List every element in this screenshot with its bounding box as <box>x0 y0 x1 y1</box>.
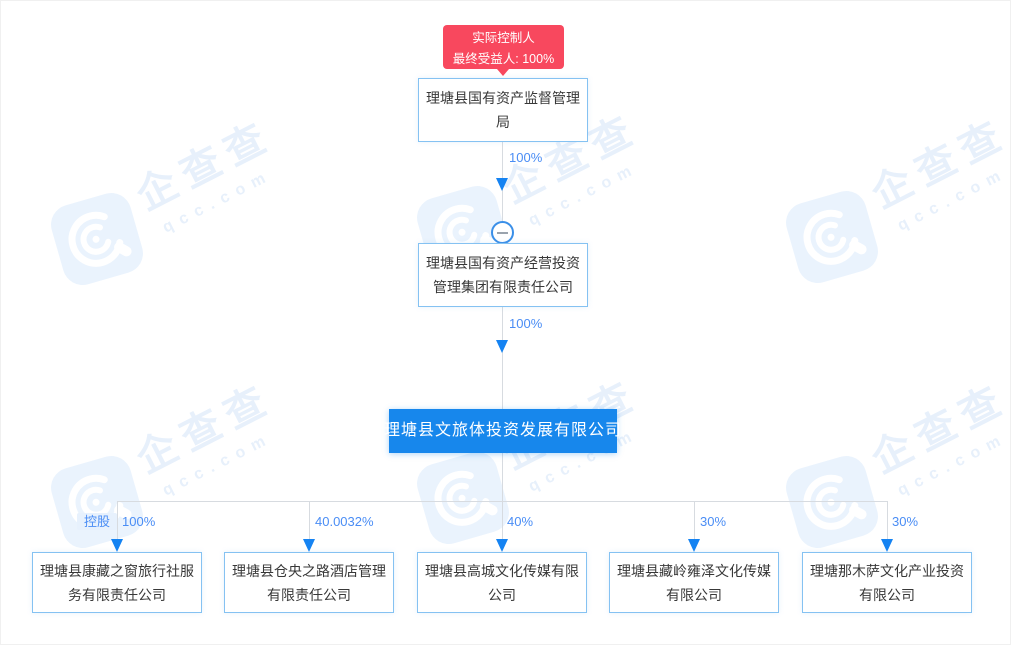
connector-line <box>887 501 888 539</box>
focus-company-name: 理塘县文旅体投资发展有限公司 <box>384 422 623 439</box>
arrow-down-icon <box>881 539 893 552</box>
node-subsidiary-1[interactable]: 理塘县康藏之窗旅行社服务有限责任公司 <box>32 552 202 613</box>
node-focus-company[interactable]: 理塘县文旅体投资发展有限公司 <box>384 409 621 453</box>
qcc-watermark: 企查查 qcc.com <box>46 369 318 559</box>
arrow-down-icon <box>496 340 508 353</box>
watermark-brand: 企查查 <box>864 375 1011 482</box>
connector-line <box>117 501 118 539</box>
arrow-down-icon <box>111 539 123 552</box>
watermark-domain: qcc.com <box>525 159 642 230</box>
node-root-company[interactable]: 理塘县国有资产监督管理局 <box>418 78 588 142</box>
arrow-down-icon <box>688 539 700 552</box>
node-subsidiary-4[interactable]: 理塘县藏岭雍泽文化传媒有限公司 <box>609 552 779 613</box>
connector-line <box>502 453 503 501</box>
subsidiary-name: 理塘县藏岭雍泽文化传媒有限公司 <box>617 562 771 603</box>
subsidiary-name: 理塘那木萨文化产业投资有限公司 <box>810 562 964 603</box>
connector-line <box>694 501 695 539</box>
root-company-name: 理塘县国有资产监督管理局 <box>426 90 580 130</box>
qcc-watermark: 企查查 qcc.com <box>412 365 684 555</box>
ownership-percent-label: 100% <box>509 150 543 165</box>
ownership-percent-label: 40.0032% <box>315 514 374 529</box>
controller-badge-line2: 最终受益人: 100% <box>452 52 555 66</box>
controller-badge-line1: 实际控制人 <box>472 31 535 45</box>
node-intermediate-company[interactable]: 理塘县国有资产经营投资管理集团有限责任公司 <box>418 243 588 307</box>
qcc-logo-icon <box>46 188 148 290</box>
arrow-down-icon <box>496 539 508 552</box>
node-subsidiary-2[interactable]: 理塘县仓央之路酒店管理有限责任公司 <box>224 552 394 613</box>
node-subsidiary-3[interactable]: 理塘县高城文化传媒有限公司 <box>417 552 587 613</box>
ownership-percent-label: 30% <box>892 514 919 529</box>
subsidiary-name: 理塘县高城文化传媒有限公司 <box>425 562 579 603</box>
qcc-logo-icon <box>46 451 148 553</box>
arrow-down-icon <box>496 178 508 191</box>
watermark-domain: qcc.com <box>159 429 276 500</box>
subsidiary-name: 理塘县仓央之路酒店管理有限责任公司 <box>232 562 386 603</box>
connector-line <box>502 307 503 409</box>
controller-badge-pointer-icon <box>497 69 509 76</box>
ownership-percent-label: 40% <box>507 514 534 529</box>
watermark-domain: qcc.com <box>894 429 1011 500</box>
watermark-brand: 企查查 <box>864 110 1011 217</box>
node-subsidiary-5[interactable]: 理塘那木萨文化产业投资有限公司 <box>802 552 972 613</box>
connector-line <box>309 501 310 539</box>
qcc-watermark: 企查查 qcc.com <box>781 369 1011 559</box>
qcc-logo-icon <box>781 451 883 553</box>
qcc-logo-icon <box>412 447 514 549</box>
watermark-brand: 企查查 <box>129 112 281 219</box>
ownership-percent-label: 30% <box>700 514 727 529</box>
subsidiary-name: 理塘县康藏之窗旅行社服务有限责任公司 <box>40 562 194 603</box>
ownership-percent-label: 100% <box>122 514 156 529</box>
actual-controller-badge: 实际控制人 最终受益人: 100% <box>443 25 564 69</box>
collapse-minus-icon[interactable] <box>491 221 514 244</box>
watermark-brand: 企查查 <box>129 375 281 482</box>
ownership-percent-label: 100% <box>509 316 543 331</box>
qcc-logo-icon <box>781 186 883 288</box>
arrow-down-icon <box>303 539 315 552</box>
qcc-watermark: 企查查 qcc.com <box>46 106 318 296</box>
connector-line <box>502 501 503 539</box>
watermark-domain: qcc.com <box>159 166 276 237</box>
holding-tag: 控股 <box>77 513 118 530</box>
intermediate-company-name: 理塘县国有资产经营投资管理集团有限责任公司 <box>426 255 580 295</box>
qcc-watermark: 企查查 qcc.com <box>781 104 1011 294</box>
watermark-domain: qcc.com <box>894 164 1011 235</box>
